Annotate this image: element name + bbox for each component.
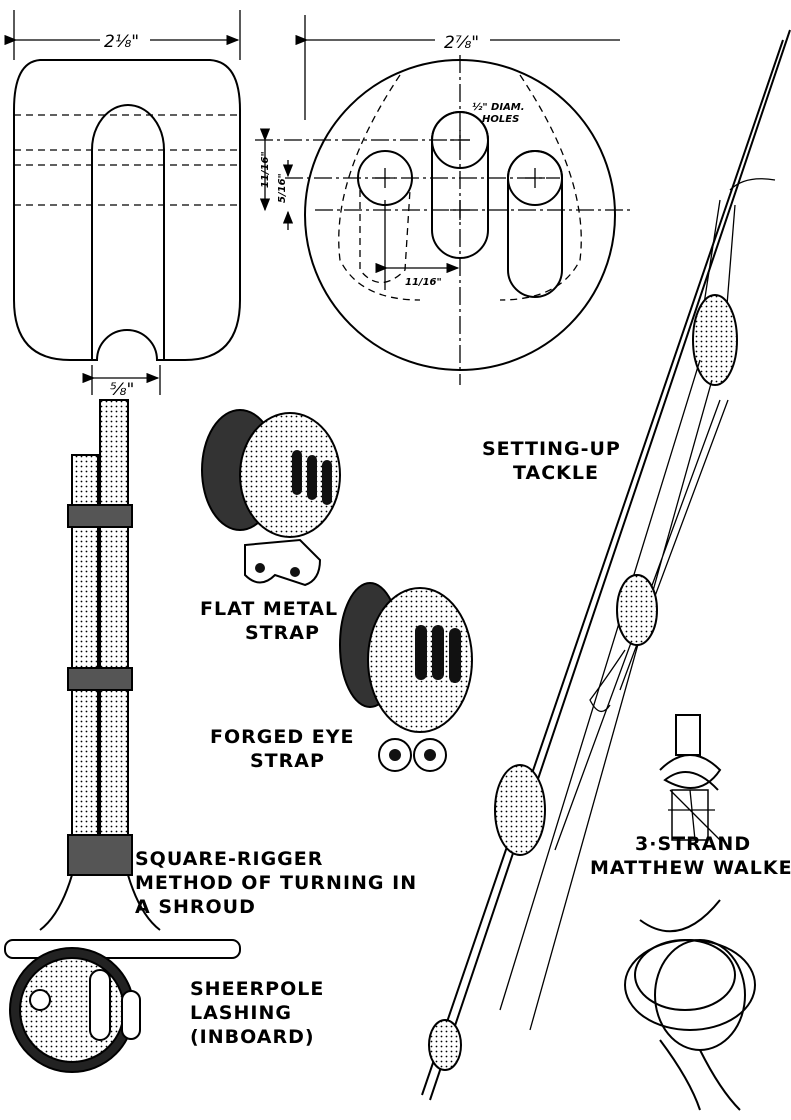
shroud-turning-in (4, 399, 241, 1073)
label-flat-metal-strap-2: STRAP (245, 622, 320, 644)
hole-note-line1: ½" DIAM. (472, 101, 525, 113)
side-width-dim: 2⅛" (104, 32, 139, 52)
notch-dim: ⅝" (110, 380, 134, 400)
label-sheerpole-3: (INBOARD) (190, 1026, 315, 1048)
label-forged-eye-strap-2: STRAP (250, 750, 325, 772)
knot-detail (624, 899, 756, 1111)
upper-block (692, 294, 738, 386)
matthew-walker-knot (659, 714, 722, 841)
horizontal-spacing-dim: 11/16" (405, 277, 442, 288)
deadeye-front-view: 2⅞" ½" DIAM. HOLES 11/16" 5/16" 11/16" (255, 15, 630, 385)
label-forged-eye-strap-1: FORGED EYE (210, 726, 354, 748)
label-matthew-walker-2: MATTHEW WALKER (590, 857, 791, 879)
setting-up-tackle (421, 29, 791, 1101)
label-flat-metal-strap-1: FLAT METAL (200, 598, 338, 620)
label-setting-up-tackle-1: SETTING-UP (482, 438, 621, 460)
flat-metal-strap-block (201, 409, 341, 587)
label-sheerpole-2: LASHING (190, 1002, 292, 1024)
label-matthew-walker-1: 3·STRAND (635, 833, 751, 855)
deadeye-side-view: 2⅛" ⅝" (4, 10, 241, 400)
label-square-rigger-2: METHOD OF TURNING IN (135, 872, 417, 894)
vertical-dim-outer: 11/16" (260, 151, 271, 188)
hole-note-line2: HOLES (482, 114, 519, 125)
label-square-rigger-3: A SHROUD (135, 896, 256, 918)
label-setting-up-tackle-2: TACKLE (513, 462, 599, 484)
label-sheerpole-1: SHEERPOLE (190, 978, 324, 1000)
label-square-rigger-1: SQUARE-RIGGER (135, 848, 323, 870)
sheerpole (4, 939, 241, 959)
forged-eye-strap-block (339, 582, 473, 772)
vertical-dim-inner: 5/16" (277, 173, 288, 203)
lower-block (494, 764, 546, 856)
front-width-dim: 2⅞" (444, 33, 479, 53)
middle-block (616, 574, 658, 646)
